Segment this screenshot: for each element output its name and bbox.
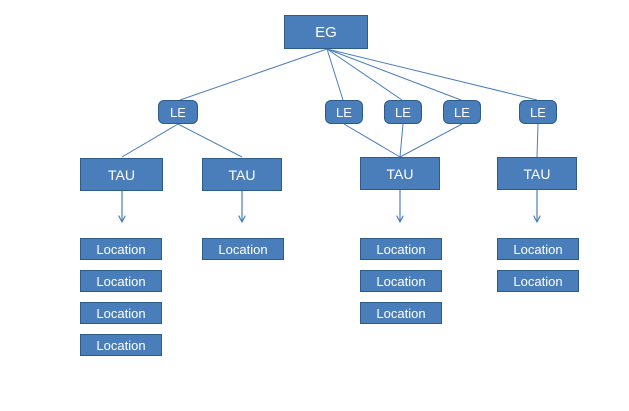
edge-eg1-to-le5 [326,48,538,101]
node-label: LE [454,104,470,120]
node-le-le4[interactable]: LE [443,100,481,124]
node-label: TAU [523,165,551,182]
node-le-le1[interactable]: LE [158,100,198,124]
node-location-loc10[interactable]: Location [497,270,579,292]
node-label: Location [376,241,426,257]
node-location-loc7[interactable]: Location [360,270,442,292]
node-tau-tau1[interactable]: TAU [80,158,163,191]
node-tau-tau3[interactable]: TAU [360,157,440,190]
node-le-le2[interactable]: LE [325,100,363,124]
edge-le2-to-tau3 [343,123,401,158]
node-label: TAU [228,166,256,183]
edge-eg1-to-le3 [326,48,403,101]
node-label: Location [376,305,426,321]
edge-le3-to-tau3 [399,123,404,158]
node-label: LE [395,104,411,120]
node-label: LE [530,104,546,120]
edge-eg1-to-le1 [179,48,328,101]
node-location-loc1[interactable]: Location [80,238,162,260]
node-label: TAU [108,166,135,183]
edge-group [121,48,539,222]
node-label: Location [96,241,146,257]
edge-le1-to-tau2 [177,123,243,158]
node-tau-tau2[interactable]: TAU [202,158,282,191]
edge-le5-to-tau4 [536,123,539,158]
node-le-le5[interactable]: LE [519,100,557,124]
node-label: Location [513,241,563,257]
node-label: TAU [386,165,414,182]
node-label: LE [336,104,352,120]
node-location-loc8[interactable]: Location [360,302,442,324]
edge-le1-to-tau1 [121,123,179,158]
node-label: Location [376,273,426,289]
node-location-loc9[interactable]: Location [497,238,579,260]
node-label: Location [96,273,146,289]
node-label: LE [170,104,186,120]
edge-le4-to-tau3 [399,123,463,158]
node-location-loc6[interactable]: Location [360,238,442,260]
node-location-loc2[interactable]: Location [80,270,162,292]
node-eg-eg1[interactable]: EG [284,15,368,49]
node-label: Location [96,305,146,321]
node-location-loc5[interactable]: Location [202,238,284,260]
node-le-le3[interactable]: LE [384,100,422,124]
node-label: Location [513,273,563,289]
node-label: EG [315,23,337,41]
edge-eg1-to-le4 [326,48,462,101]
edge-eg1-to-le2 [326,48,344,101]
node-label: Location [218,241,268,257]
node-label: Location [96,337,146,353]
node-tau-tau4[interactable]: TAU [497,157,577,190]
node-location-loc3[interactable]: Location [80,302,162,324]
node-location-loc4[interactable]: Location [80,334,162,356]
